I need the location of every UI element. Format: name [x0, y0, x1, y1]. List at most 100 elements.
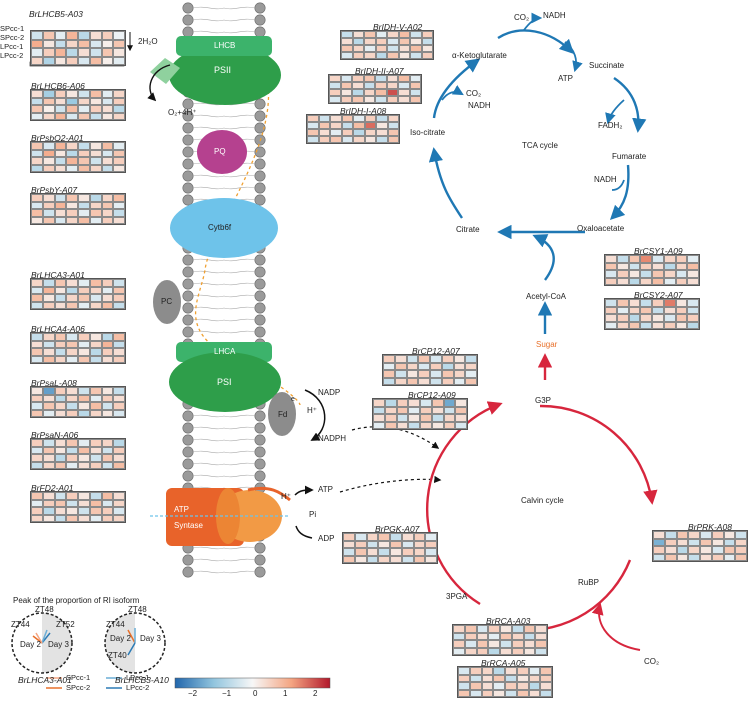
heatmap-gene-label: BrPRK-A08	[688, 522, 732, 532]
psii-complex	[169, 45, 281, 105]
heatmap-cell	[441, 362, 454, 370]
heatmap-cell	[329, 96, 341, 103]
heatmap-cell	[413, 540, 426, 548]
heatmap-cell	[409, 75, 421, 82]
heatmap-cell	[101, 348, 114, 356]
heatmap-cell	[42, 39, 55, 48]
heatmap-cell	[476, 625, 489, 633]
heatmap-cell	[488, 647, 500, 655]
heatmap-cell	[113, 31, 125, 40]
heatmap-cell	[640, 277, 652, 285]
lipid-head	[254, 302, 266, 314]
heatmap-cell	[421, 31, 433, 38]
heatmap-gene-label: BrPsbY-A07	[31, 185, 78, 195]
heatmap-cell	[353, 129, 365, 136]
heatmap-cell	[352, 52, 364, 59]
heatmap-cell	[78, 340, 90, 348]
heatmap-cell	[516, 689, 529, 697]
lhcb-antenna	[176, 36, 272, 56]
heatmap-cell	[354, 555, 367, 563]
heatmap-cell	[418, 377, 430, 385]
heatmap-cell	[78, 194, 90, 202]
heatmap-cell	[54, 149, 67, 157]
heatmap-cell	[528, 689, 541, 697]
fd-label: Fd	[278, 410, 288, 419]
heatmap-cell	[89, 112, 102, 120]
heatmap-cell	[318, 136, 330, 143]
heatmap-cell	[54, 286, 67, 294]
heatmap-cell	[101, 499, 114, 507]
heatmap-cell	[307, 136, 319, 143]
clock-right-zt-bottom: ZT40	[108, 651, 127, 660]
heatmap-cell	[430, 355, 442, 363]
legend-label-lpcc1: LPcc-1	[126, 673, 150, 682]
heatmap-cell	[401, 555, 414, 563]
heatmap-cell	[66, 39, 78, 48]
heatmap-cell	[307, 122, 319, 129]
clock-left-zt-left: ZT44	[11, 620, 30, 629]
nadh-arrow-b	[611, 179, 625, 191]
heatmap-cell	[430, 377, 442, 385]
heatmap-cell	[101, 112, 114, 120]
heatmap-cell	[652, 299, 664, 307]
heatmap-cell	[89, 216, 102, 224]
heatmap-cell	[54, 348, 67, 356]
heatmap-cell	[42, 333, 55, 341]
heatmap-cell	[628, 270, 641, 278]
heatmap-cell	[31, 461, 43, 469]
heatmap-cell	[89, 279, 102, 287]
akg-label: α-Ketoglutarate	[452, 51, 507, 60]
heatmap-cell	[396, 399, 409, 407]
heatmap-cell	[42, 56, 55, 65]
heatmap-cell	[663, 314, 676, 322]
heatmap-cell	[425, 555, 437, 563]
heatmap-cell	[54, 340, 67, 348]
heatmap-cell	[516, 667, 529, 675]
calvin-arc-rubp-3pga	[517, 559, 632, 632]
heatmap-cell	[425, 540, 437, 548]
heatmap-cell	[113, 97, 125, 105]
heatmap-cell	[66, 216, 78, 224]
heatmap-cell	[113, 39, 125, 48]
heatmap-cell	[42, 514, 55, 522]
heatmap-cell	[616, 262, 629, 270]
co2-fixation-arrow	[591, 602, 641, 651]
hplus-fd-label: H⁺	[307, 406, 317, 415]
heatmap-cell	[89, 149, 102, 157]
heatmap-cell	[535, 625, 547, 633]
heatmap-cell	[387, 38, 399, 45]
heatmap-cell	[66, 56, 78, 65]
heatmap-cell	[401, 533, 414, 541]
lipid-head	[182, 302, 194, 314]
heatmap-cell	[363, 89, 375, 96]
heatmap-gene-label: BrLHCA3-A01	[31, 270, 85, 280]
fumarate-label: Fumarate	[612, 152, 647, 161]
psii-label: PSII	[214, 65, 232, 75]
heatmap-cell	[330, 122, 342, 129]
heatmap-cell	[675, 270, 688, 278]
heatmap-cell	[42, 112, 55, 120]
heatmap-grid	[30, 332, 126, 364]
heatmap-cell	[66, 402, 78, 410]
heatmap-cell	[341, 129, 353, 136]
heatmap-cell	[409, 82, 421, 89]
heatmap-cell	[711, 531, 724, 539]
heatmap-cell	[101, 507, 114, 515]
heatmap-cell	[54, 164, 67, 172]
lipid-head	[182, 266, 194, 278]
heatmap-grid	[30, 89, 126, 121]
heatmap-cell	[663, 299, 676, 307]
heatmap-cell	[366, 548, 379, 556]
heatmap-cell	[373, 399, 385, 407]
lipid-head	[182, 194, 194, 206]
heatmap-grid	[457, 666, 553, 698]
lipid-head	[182, 470, 194, 482]
heatmap-cell	[406, 377, 419, 385]
pga-label: 3PGA	[446, 592, 468, 601]
heatmap-cell	[89, 409, 102, 417]
heatmap-cell	[516, 682, 529, 690]
heatmap-cell	[640, 262, 652, 270]
heatmap-cell	[540, 682, 552, 690]
heatmap-cell	[89, 461, 102, 469]
lipid-head	[254, 2, 266, 14]
